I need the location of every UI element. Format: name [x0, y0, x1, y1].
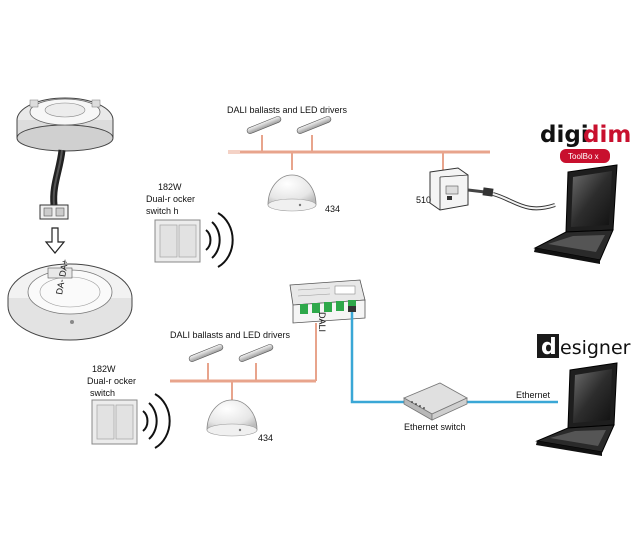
designer-logo-text: esigner: [560, 337, 631, 359]
sensor-head-icon: [16, 97, 114, 152]
sensor-cable-icon: [50, 149, 66, 206]
usb-cable-icon: [467, 187, 556, 211]
switch-name-label-top: switch h: [146, 206, 179, 216]
down-arrow-icon: [44, 227, 66, 254]
rocker-switch-icon: [154, 219, 201, 263]
dali-drivers-label-bottom: DALI ballasts and LED drivers: [170, 330, 291, 340]
digidim-logo-text-digi: digi: [540, 122, 589, 148]
switch-name-label-bottom: switch: [90, 388, 115, 398]
ethernet-switch-icon: [403, 382, 468, 421]
ethernet-port-icon: [348, 306, 356, 312]
usb-interface-icon: [429, 167, 469, 211]
digidim-logo: digi dim ToolBo x: [540, 122, 631, 163]
laptop-icon: [533, 164, 618, 264]
sensor-base-icon: DA- DA+: [7, 258, 133, 341]
terminal-connector-icon: [39, 204, 69, 220]
digidim-logo-text-dim: dim: [583, 122, 631, 148]
dali-bus-top: [228, 135, 490, 172]
switch-model-label-top: 182W: [158, 182, 182, 192]
designer-logo-letter: d: [541, 335, 557, 360]
dali-bus-label: DALI: [317, 312, 327, 332]
led-driver-tube-icon: [188, 344, 224, 362]
sensor-model-label-top: 434: [325, 204, 340, 214]
switch-type-label-top: Dual-r ocker: [146, 194, 195, 204]
dali-drivers-label-top: DALI ballasts and LED drivers: [227, 105, 348, 115]
ethernet-cable: [350, 310, 558, 404]
interface-model-label: 510: [416, 195, 431, 205]
dali-bus-bottom: [170, 323, 317, 400]
switch-model-label-bottom: 182W: [92, 364, 116, 374]
ceiling-sensor-icon: [206, 399, 258, 437]
sensor-model-label-bottom: 434: [258, 433, 273, 443]
sensor-exploded-view: DA- DA+: [7, 97, 133, 341]
led-driver-tube-icon: [238, 344, 274, 362]
ethernet-label: Ethernet: [516, 390, 551, 400]
switch-type-label-bottom: Dual-r ocker: [87, 376, 136, 386]
rocker-switch-icon: [91, 399, 138, 445]
toolbox-label: ToolBo x: [568, 152, 599, 161]
ethernet-switch-label: Ethernet switch: [404, 422, 466, 432]
dali-controller-icon: [289, 279, 366, 324]
wireless-signal-icon: [205, 212, 234, 268]
wireless-signal-icon: [142, 393, 171, 449]
led-driver-tube-icon: [246, 116, 282, 134]
led-driver-tube-icon: [296, 116, 332, 134]
ceiling-sensor-icon: [267, 174, 317, 212]
designer-logo: d esigner: [537, 334, 631, 360]
laptop-icon: [535, 362, 618, 456]
